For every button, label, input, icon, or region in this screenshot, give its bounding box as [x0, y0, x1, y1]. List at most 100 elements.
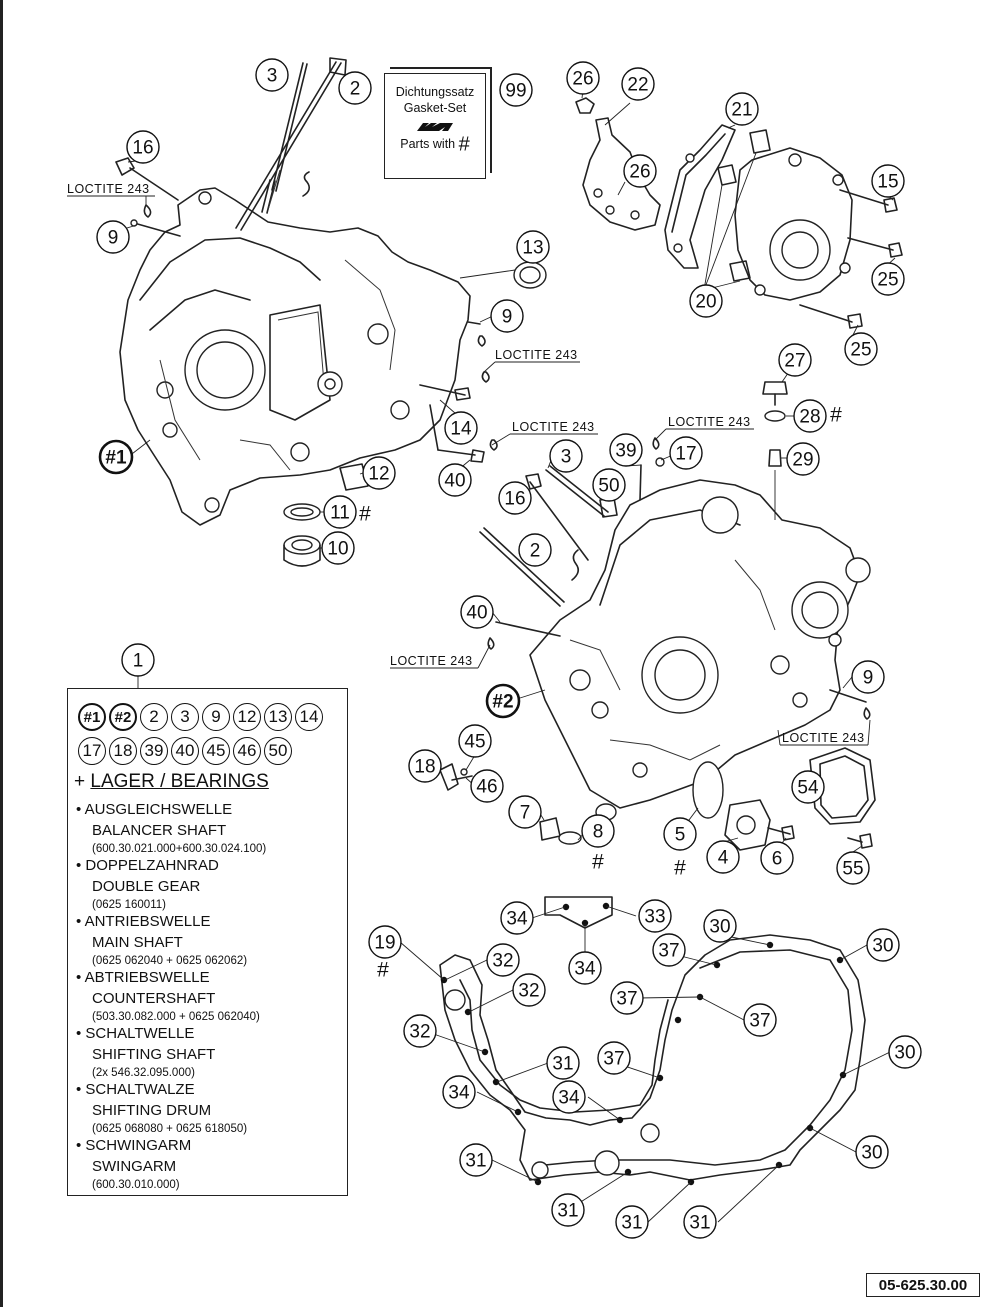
callout-2: 2	[338, 71, 372, 105]
callout-label: 55	[842, 859, 863, 880]
callout-label: 26	[629, 162, 650, 183]
callout-27: 27	[778, 343, 812, 377]
callout-label: 3	[561, 447, 572, 468]
callout-label: 45	[464, 732, 485, 753]
callout-label: 8	[593, 822, 604, 843]
callout-26: 26	[623, 154, 657, 188]
callout-12: 12	[362, 456, 396, 490]
callout-circle	[126, 130, 160, 164]
callout-16: 16	[126, 130, 160, 164]
callout-label: 37	[616, 989, 637, 1010]
bearing-name-en: MAIN SHAFT	[92, 934, 183, 951]
callout-hash2: #2	[485, 683, 521, 719]
callout-label: 17	[675, 444, 696, 465]
callout-circle	[459, 1143, 493, 1177]
callout-40: 40	[438, 463, 472, 497]
callout-circle	[793, 399, 827, 433]
callout-label: 27	[784, 351, 805, 372]
callout-39: 39	[609, 433, 643, 467]
callout-circle	[362, 456, 396, 490]
callout-label: 25	[850, 340, 871, 361]
callout-34: 34	[442, 1075, 476, 1109]
callout-circle	[871, 262, 905, 296]
callout-30: 30	[855, 1135, 889, 1169]
callout-label: 37	[603, 1049, 624, 1070]
callout-25: 25	[871, 262, 905, 296]
callout-46: 46	[470, 769, 504, 803]
bearing-name-de: SCHALTWALZE	[85, 1081, 195, 1098]
callout-25: 25	[844, 332, 878, 366]
callout-circle	[338, 71, 372, 105]
bearings-title-text: LAGER / BEARINGS	[90, 771, 269, 792]
callout-label: 33	[644, 907, 665, 928]
callout-circle	[321, 531, 355, 565]
kit-part-badge: 18	[109, 737, 137, 765]
callout-label: #2	[492, 692, 513, 713]
callout-1: 1	[121, 643, 155, 677]
callout-label: 4	[718, 848, 729, 869]
callout-circle	[836, 851, 870, 885]
callout-label: 37	[658, 941, 679, 962]
bearing-name-en: BALANCER SHAFT	[92, 822, 227, 839]
callout-circle	[549, 439, 583, 473]
callout-label: 25	[877, 270, 898, 291]
callout-7: 7	[508, 795, 542, 829]
loctite-label: LOCTITE 243	[67, 182, 150, 196]
callout-label: 34	[574, 959, 596, 980]
callout-31: 31	[546, 1046, 580, 1080]
callout-label: 18	[414, 757, 435, 778]
callout-circle	[760, 841, 794, 875]
callout-circle	[255, 58, 289, 92]
callout-label: #1	[105, 448, 127, 469]
callout-circle	[500, 901, 534, 935]
callout-4: 4	[706, 840, 740, 874]
callout-circle	[844, 332, 878, 366]
bearing-name-de: ANTRIEBSWELLE	[84, 913, 211, 930]
hash-mark: #	[592, 851, 604, 874]
loctite-label: LOCTITE 243	[668, 415, 751, 429]
callout-circle	[663, 817, 697, 851]
gasket-set-parts-with: Parts with	[400, 137, 456, 151]
callout-circle	[683, 1205, 717, 1239]
callout-label: 31	[465, 1151, 486, 1172]
callout-label: 30	[709, 917, 730, 938]
bearing-name-en: SHIFTING DRUM	[92, 1102, 212, 1119]
callout-circle	[786, 442, 820, 476]
callout-label: 30	[894, 1043, 915, 1064]
callout-45: 45	[458, 724, 492, 758]
bearing-part-number: (600.30.010.000)	[92, 1179, 180, 1191]
callout-31: 31	[615, 1205, 649, 1239]
callout-circle	[888, 1035, 922, 1069]
callout-label: 16	[132, 138, 153, 159]
callout-circle	[323, 495, 357, 529]
bearing-part-number: (600.30.021.000+600.30.024.100)	[92, 843, 267, 855]
callout-circle	[855, 1135, 889, 1169]
callout-label: 31	[689, 1213, 710, 1234]
callout-31: 31	[683, 1205, 717, 1239]
callout-circle	[703, 909, 737, 943]
callout-3: 3	[549, 439, 583, 473]
callout-37: 37	[597, 1041, 631, 1075]
bearing-part-number: (0625 062040 + 0625 062062)	[92, 955, 248, 967]
bearing-name-de: AUSGLEICHSWELLE	[84, 801, 233, 818]
callout-label: 9	[502, 307, 513, 328]
hash-mark: #	[359, 503, 371, 526]
callout-circle	[551, 1193, 585, 1227]
kit-part-badge: 12	[233, 703, 261, 731]
callout-label: 32	[518, 981, 539, 1002]
bearing-name-en: DOUBLE GEAR	[92, 878, 201, 895]
callout-label: 28	[799, 407, 820, 428]
callout-30: 30	[866, 928, 900, 962]
bearing-part-number: (503.30.082.000 + 0625 062040)	[92, 1011, 260, 1023]
callout-31: 31	[551, 1193, 585, 1227]
callout-11: 11	[323, 495, 357, 529]
hash-mark: #	[830, 404, 842, 427]
callout-circle	[566, 61, 600, 95]
callout-label: 14	[450, 419, 472, 440]
callout-label: 6	[772, 849, 783, 870]
page-left-border	[0, 0, 3, 1307]
callout-circle	[408, 749, 442, 783]
